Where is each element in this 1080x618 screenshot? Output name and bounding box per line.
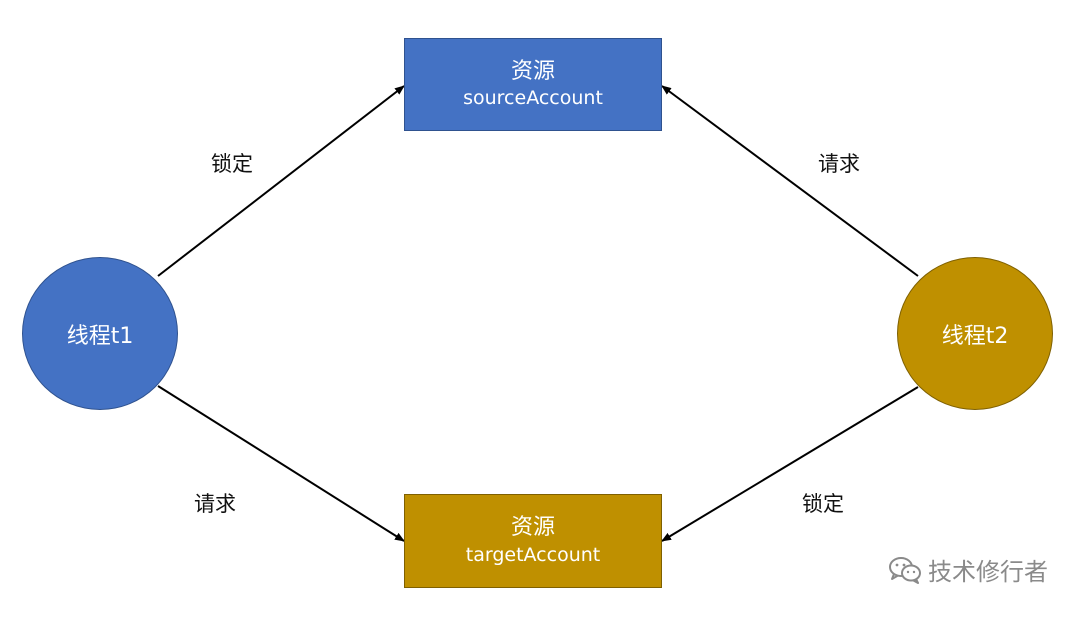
target-resource-title: 资源	[510, 515, 555, 541]
watermark-text: 技术修行者	[928, 558, 1048, 586]
edge-label-t1-request: 请求	[194, 492, 236, 516]
source-resource-box: 资源 sourceAccount	[404, 38, 662, 131]
edge-t2-request-source	[661, 85, 919, 277]
target-resource-box: 资源 targetAccount	[404, 494, 662, 588]
thread-t2-label: 线程t2	[941, 323, 1009, 349]
edge-t2-lock-target	[661, 386, 919, 542]
wechat-icon	[888, 556, 922, 584]
thread-t1-label: 线程t1	[66, 323, 134, 349]
thread-t1-node: 线程t1	[22, 257, 178, 410]
thread-t2-node: 线程t2	[897, 257, 1053, 410]
edge-t1-request-target	[157, 385, 405, 542]
watermark: 技术修行者	[888, 552, 1048, 587]
edge-label-t1-lock: 锁定	[211, 152, 253, 176]
edge-label-t2-request: 请求	[818, 152, 860, 176]
source-resource-subtitle: sourceAccount	[463, 87, 603, 110]
edge-label-t2-lock: 锁定	[802, 492, 844, 516]
source-resource-title: 资源	[510, 58, 555, 84]
target-resource-subtitle: targetAccount	[465, 543, 601, 566]
edge-t1-lock-source	[157, 85, 405, 277]
